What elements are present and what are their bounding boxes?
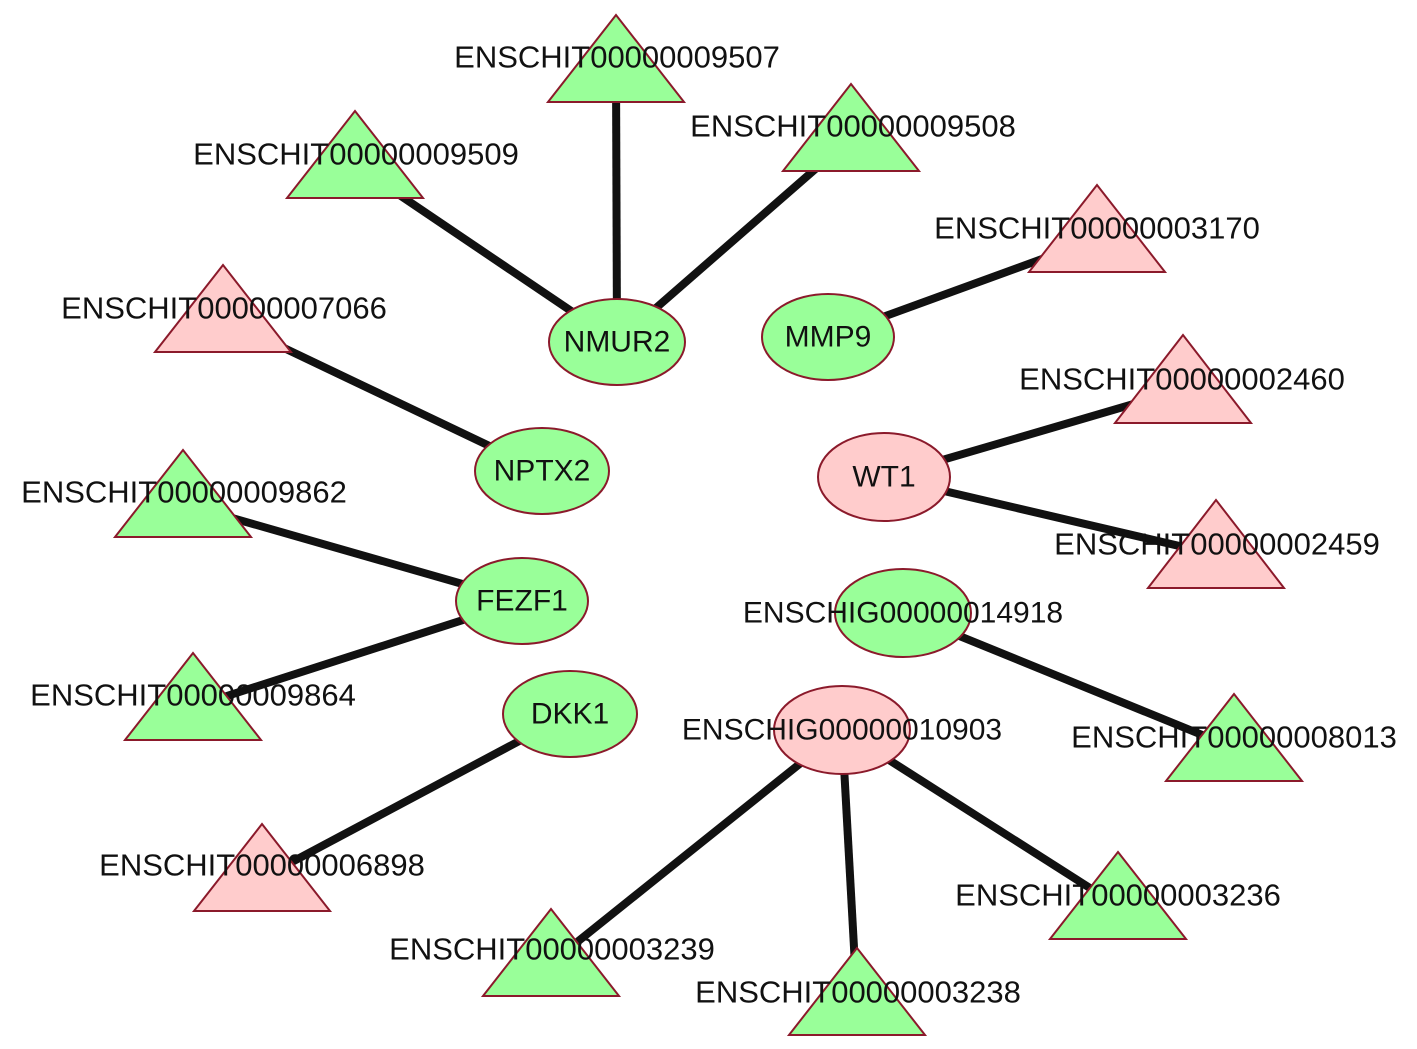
transcript-node-enschit00000009862[interactable] — [112, 448, 254, 538]
transcript-label-enschit00000009507: ENSCHIT00000009507 — [454, 40, 780, 75]
transcript-label-enschit00000002460: ENSCHIT00000002460 — [1019, 362, 1345, 397]
gene-node-fezf1[interactable] — [455, 557, 589, 645]
transcript-label-enschit00000003170: ENSCHIT00000003170 — [934, 211, 1260, 246]
edge-nmur2-enschit00000009507 — [612, 68, 621, 343]
nodes-layer — [112, 13, 1305, 1036]
transcript-label-enschit00000002459: ENSCHIT00000002459 — [1054, 527, 1380, 562]
gene-label-enschig00000014918: ENSCHIG00000014918 — [743, 597, 1063, 630]
gene-node-enschig00000010903[interactable] — [773, 685, 911, 775]
gene-node-enschig00000014918[interactable] — [834, 568, 972, 658]
transcript-node-enschit00000007066[interactable] — [152, 263, 294, 353]
gene-node-mmp9[interactable] — [761, 293, 895, 381]
transcript-label-enschit00000009509: ENSCHIT00000009509 — [193, 137, 519, 172]
transcript-node-enschit00000006898[interactable] — [191, 822, 333, 912]
transcript-node-enschit00000009507[interactable] — [545, 13, 687, 103]
gene-label-fezf1: FEZF1 — [476, 585, 568, 618]
transcript-node-enschit00000002459[interactable] — [1145, 498, 1287, 589]
transcript-label-enschit00000009864: ENSCHIT00000009864 — [30, 678, 356, 713]
transcript-node-enschit00000009508[interactable] — [780, 82, 922, 172]
labels-layer: ENSCHIT00000009507ENSCHIT00000009508ENSC… — [21, 40, 1397, 1010]
gene-label-wt1: WT1 — [852, 461, 915, 494]
transcript-label-enschit00000003239: ENSCHIT00000003239 — [389, 932, 715, 967]
edge-enschig00000010903-enschit00000003239 — [548, 726, 845, 967]
gene-node-wt1[interactable] — [817, 432, 951, 522]
transcript-node-enschit00000009509[interactable] — [284, 109, 426, 199]
transcript-node-enschit00000003236[interactable] — [1047, 850, 1189, 940]
transcript-label-enschit00000009862: ENSCHIT00000009862 — [21, 475, 347, 510]
transcript-node-enschit00000008013[interactable] — [1163, 692, 1305, 782]
transcript-node-enschit00000002460[interactable] — [1112, 333, 1254, 424]
gene-node-dkk1[interactable] — [502, 670, 638, 758]
gene-label-enschig00000010903: ENSCHIG00000010903 — [682, 714, 1002, 747]
transcript-node-enschit00000003170[interactable] — [1026, 183, 1168, 273]
transcript-label-enschit00000006898: ENSCHIT00000006898 — [99, 848, 425, 883]
gene-label-mmp9: MMP9 — [785, 321, 872, 354]
transcript-node-enschit00000003238[interactable] — [786, 946, 928, 1036]
transcript-node-enschit00000009864[interactable] — [122, 651, 264, 741]
transcript-label-enschit00000007066: ENSCHIT00000007066 — [61, 291, 387, 326]
transcript-label-enschit00000003238: ENSCHIT00000003238 — [695, 975, 1021, 1010]
gene-label-nptx2: NPTX2 — [494, 455, 591, 488]
transcript-label-enschit00000003236: ENSCHIT00000003236 — [955, 878, 1281, 913]
transcript-node-enschit00000003239[interactable] — [480, 907, 622, 997]
transcript-label-enschit00000009508: ENSCHIT00000009508 — [690, 109, 1016, 144]
gene-label-nmur2: NMUR2 — [564, 326, 671, 359]
gene-label-dkk1: DKK1 — [531, 698, 609, 731]
gene-node-nptx2[interactable] — [474, 427, 610, 515]
gene-node-nmur2[interactable] — [548, 298, 686, 386]
transcript-label-enschit00000008013: ENSCHIT00000008013 — [1071, 720, 1397, 755]
